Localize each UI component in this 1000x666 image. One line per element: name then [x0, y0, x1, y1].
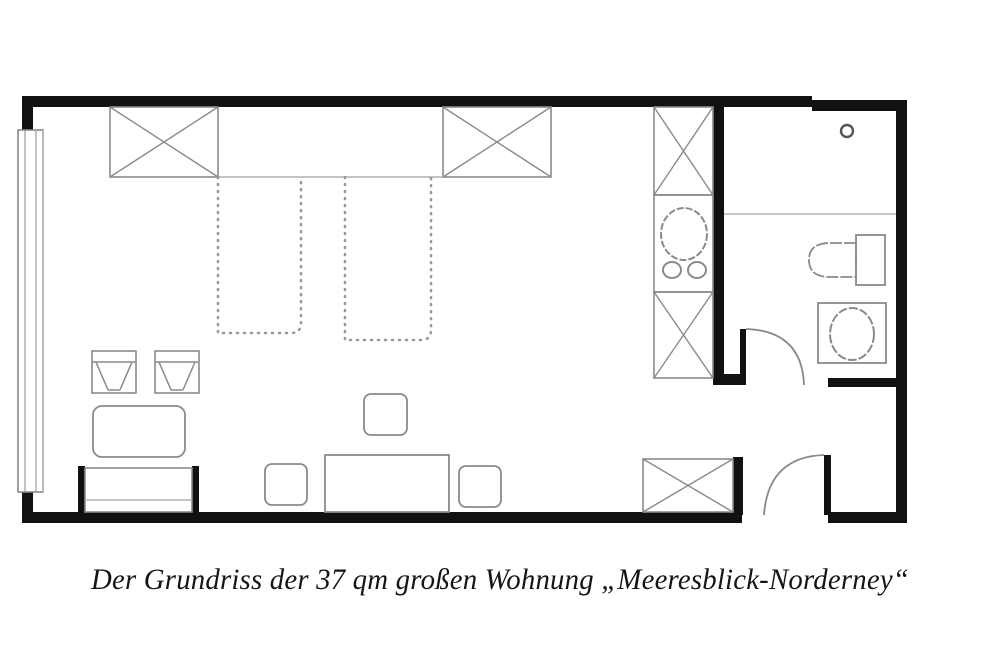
kitchenette[interactable] [653, 106, 714, 379]
outer-walls [22, 96, 907, 523]
wardrobe-top-right-x2 [442, 106, 552, 178]
armchair-left-arm2 [119, 361, 133, 391]
wardrobe-kitchen-bottom-x2 [653, 291, 714, 379]
wardrobe-kitchen-bottom-box [653, 291, 714, 379]
wall-left-top-stub [22, 96, 33, 132]
floor-plan-drawing [17, 96, 907, 523]
wardrobe-entry-box [642, 458, 734, 513]
floor-drain-icon [839, 123, 855, 139]
wall-top-right-extension [812, 100, 907, 111]
armchair-right-arm2 [182, 361, 196, 391]
bed-outline-right-path [343, 175, 433, 342]
stool-right[interactable] [458, 465, 502, 508]
bed-outline-left [216, 175, 303, 335]
armchair-right-arm1 [158, 361, 172, 391]
wardrobe-entry-x2 [642, 458, 734, 513]
bathroom-door-swing-arc [745, 328, 805, 386]
balcony-window[interactable] [17, 129, 44, 493]
kitchen-sink-icon[interactable] [660, 207, 708, 261]
wall-bath-partition-foot [713, 374, 745, 385]
wardrobe-top-left[interactable] [109, 106, 219, 178]
wall-right-lower [896, 385, 907, 523]
dining-table[interactable] [324, 454, 450, 513]
internal-walls [78, 100, 907, 516]
cooktop-right-icon[interactable] [687, 261, 707, 279]
wall-entry-closet [733, 457, 743, 515]
wall-bottom-right [828, 512, 907, 523]
wall-left-bottom-stub [22, 490, 33, 523]
stool-left[interactable] [264, 463, 308, 506]
toilet-cistern [855, 234, 886, 286]
armchair-right-body [154, 350, 200, 394]
figure-caption-area: Der Grundriss der 37 qm großen Wohnung „… [0, 545, 1000, 615]
sofa-bench[interactable] [84, 467, 193, 513]
wardrobe-top-left-box [109, 106, 219, 178]
bathroom-door-leaf[interactable] [740, 329, 746, 385]
entrance-door[interactable] [763, 454, 831, 516]
wardrobe-top-left-x2 [109, 106, 219, 178]
armchair-left[interactable] [91, 350, 137, 394]
coffee-table[interactable] [92, 405, 186, 458]
washbasin-icon[interactable] [829, 307, 875, 361]
wall-right-upper [896, 100, 907, 385]
armchair-right[interactable] [154, 350, 200, 394]
wall-sofa-niche-right [192, 466, 199, 516]
wardrobe-top-right[interactable] [442, 106, 552, 178]
window-frame [17, 129, 44, 493]
bathroom[interactable] [724, 123, 896, 386]
wardrobe-entry[interactable] [642, 458, 734, 513]
armchair-left-body [91, 350, 137, 394]
armchair-left-arm1 [95, 361, 109, 391]
wall-bath-partition [713, 100, 724, 385]
wall-top [22, 96, 812, 107]
stool-center[interactable] [363, 393, 408, 436]
cooktop-left-icon[interactable] [662, 261, 682, 279]
bed-outline-right [343, 175, 433, 342]
toilet-icon[interactable] [808, 242, 857, 278]
figure-caption: Der Grundriss der 37 qm großen Wohnung „… [91, 563, 909, 596]
sofa-bench-body [84, 467, 193, 513]
entrance-door-leaf[interactable] [824, 455, 831, 515]
wardrobe-kitchen-top-x2 [653, 106, 714, 196]
entrance-door-swing-arc [763, 454, 825, 516]
washbasin-counter [817, 302, 887, 364]
wall-bottom-left [22, 512, 742, 523]
wall-sofa-niche-left [78, 466, 85, 516]
bed-outline-left-path [216, 175, 303, 335]
wall-bath-south [828, 378, 907, 387]
wardrobe-top-right-box [442, 106, 552, 178]
